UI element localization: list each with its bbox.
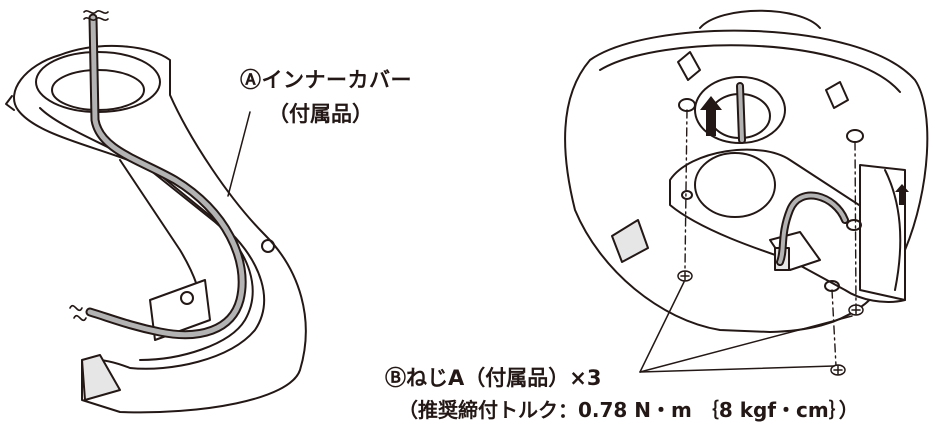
- screw-guide-lines: [684, 109, 857, 367]
- screw-marker: Ⓑ: [385, 366, 406, 390]
- screw-icon: [677, 270, 864, 376]
- inner-cover-label: Ⓐインナーカバー: [240, 64, 412, 94]
- arrow-up-icon: [700, 96, 909, 205]
- screw-name: ねじA: [406, 366, 465, 390]
- screw-note: （付属品）×3: [464, 366, 602, 390]
- screw-leaders: [639, 281, 853, 373]
- inner-cover-name: インナーカバー: [261, 68, 412, 92]
- dome-base-illustration: [564, 9, 929, 333]
- inner-cover-leader: [227, 111, 251, 197]
- cut-mark-icon: [69, 10, 109, 322]
- inner-cover-illustration: [5, 45, 307, 414]
- cable-illustration: [736, 82, 849, 266]
- inner-cover-note: （付属品）: [268, 102, 373, 126]
- cable-illustration: [85, 13, 247, 340]
- screw-torque-note: （推奨締付トルク：0.78 N・m ｛8 kgf・cm｝）: [398, 398, 859, 422]
- inner-cover-marker: Ⓐ: [240, 68, 262, 92]
- screw-label: ⒷねじA（付属品）×3: [385, 362, 601, 392]
